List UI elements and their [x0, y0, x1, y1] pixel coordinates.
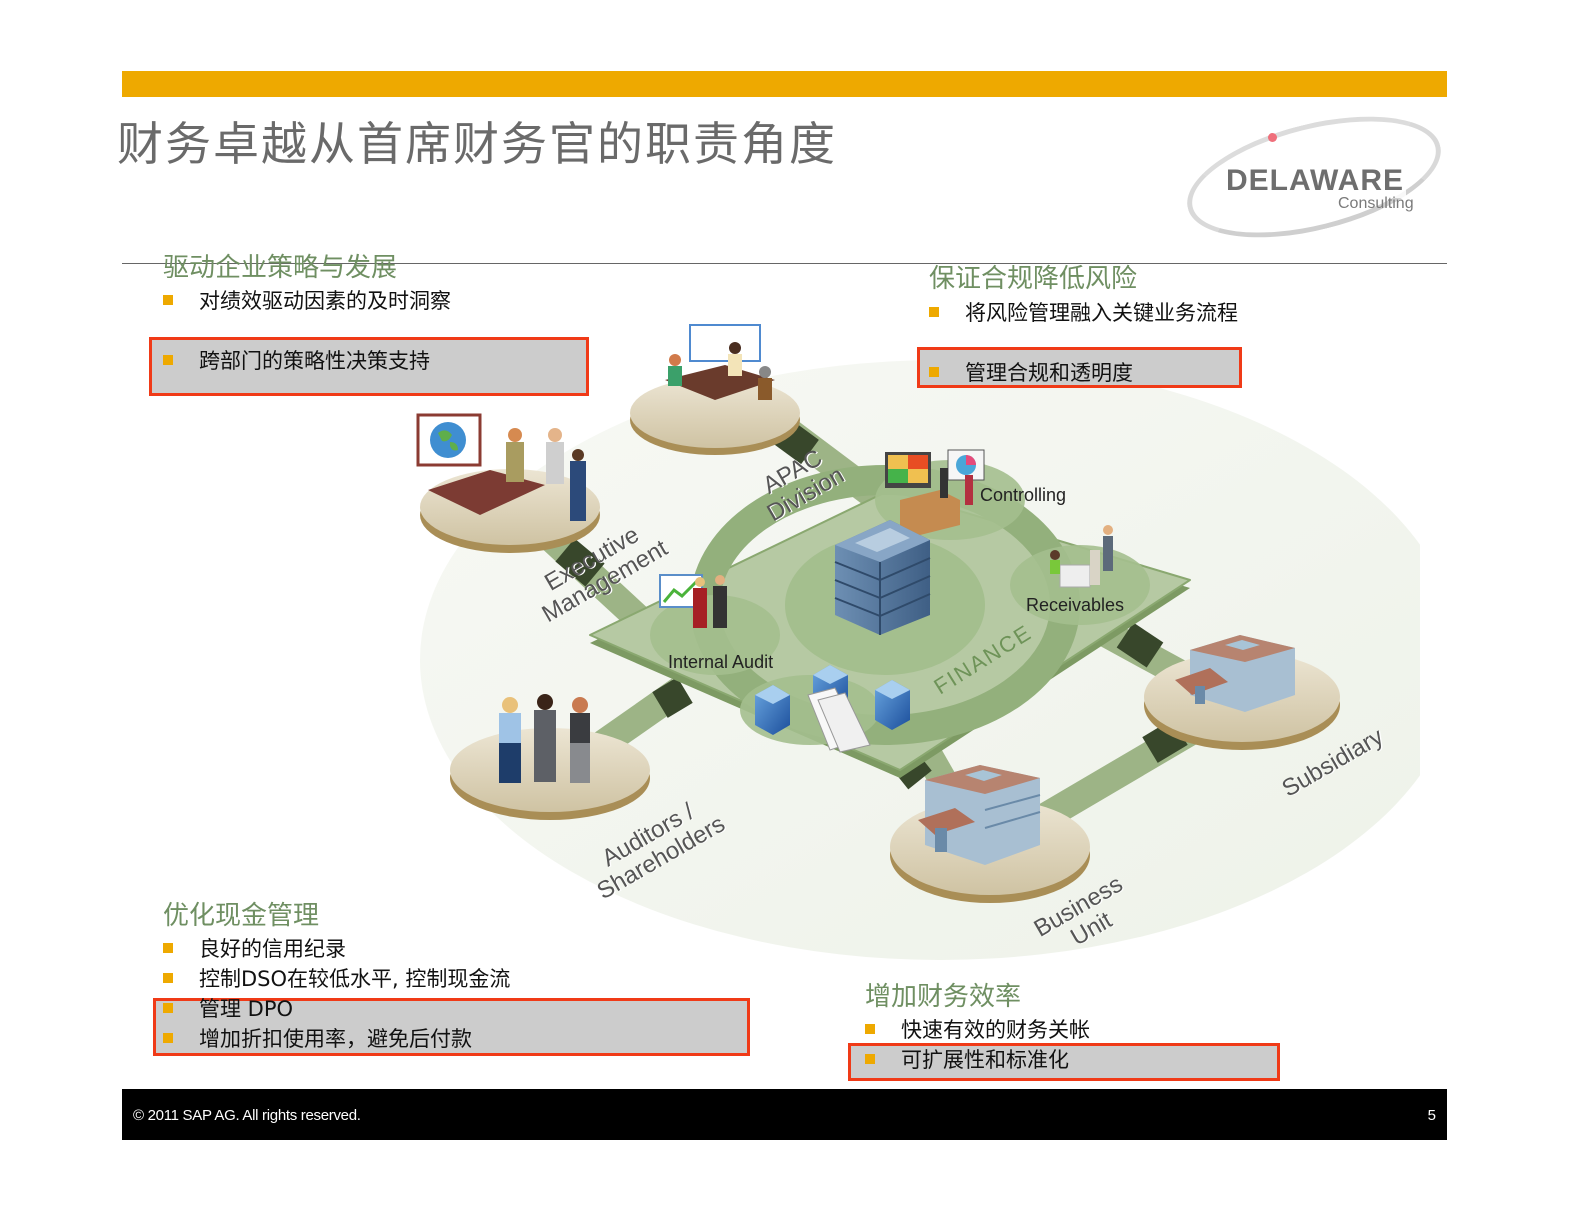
logo-dot-icon: [1268, 133, 1277, 142]
internal-audit-label: Internal Audit: [668, 652, 774, 672]
controlling-desk-icon: [885, 449, 985, 535]
logo-name: DELAWARE: [1224, 164, 1407, 198]
bullet-icon: [929, 307, 939, 317]
section-title: 驱动企业策略与发展: [163, 253, 398, 283]
list-item-text: 快速有效的财务关帐: [901, 1018, 1090, 1042]
accent-bar: [122, 71, 1447, 97]
highlight-box: [149, 337, 589, 396]
copyright-text: © 2011 SAP AG. All rights reserved.: [133, 1107, 361, 1124]
subsidiary-node: [1144, 635, 1340, 750]
bullet-icon: [929, 367, 939, 377]
logo-subtitle: Consulting: [1338, 195, 1414, 212]
highlight-box: [153, 998, 750, 1056]
section-strategy: 驱动企业策略与发展 对绩效驱动因素的及时洞察 跨部门的策略性决策支持: [163, 253, 451, 375]
section-title: 增加财务效率: [865, 982, 1022, 1012]
bullet-icon: [163, 973, 173, 983]
receivables-label: Receivables: [1026, 595, 1125, 615]
apac-division-node: [630, 324, 800, 455]
receivables-desk-icon: [1050, 525, 1113, 588]
finance-network-graphic: FINANCE: [416, 324, 1460, 960]
section-compliance: 保证合规降低风险 将风险管理融入关键业务流程 管理合规和透明度: [929, 264, 1238, 387]
internal-audit-icon: [659, 574, 727, 628]
list-item-text: 可扩展性和标准化: [901, 1048, 1069, 1072]
highlight-box: [917, 347, 1242, 388]
footer: © 2011 SAP AG. All rights reserved. 5: [122, 1089, 1447, 1140]
list-item-text: 管理合规和透明度: [965, 361, 1133, 385]
divider: [122, 263, 1447, 264]
list-item-text: 将风险管理融入关键业务流程: [965, 301, 1238, 325]
business-unit-node: [890, 765, 1090, 903]
bullet-icon: [163, 943, 173, 953]
auditors-shareholders-node: [450, 694, 650, 820]
list-item: 良好的信用纪录: [163, 933, 510, 963]
section-efficiency: 增加财务效率 快速有效的财务关帐 可扩展性和标准化: [865, 982, 1090, 1074]
bullet-icon: [163, 1003, 173, 1013]
list-item-highlighted: 跨部门的策略性决策支持: [163, 345, 451, 375]
bullet-icon: [163, 1033, 173, 1043]
list-item: 对绩效驱动因素的及时洞察: [163, 285, 451, 315]
finance-diagram: FINANCE Controlling Receivables Internal…: [380, 300, 1460, 960]
section-title: 保证合规降低风险: [929, 264, 1138, 294]
page-title: 财务卓越从首席财务官的职责角度: [117, 117, 837, 171]
list-item-highlighted: 可扩展性和标准化: [865, 1044, 1090, 1074]
page-number: 5: [1427, 1107, 1436, 1124]
list-item-text: 跨部门的策略性决策支持: [199, 349, 430, 373]
bullet-icon: [163, 295, 173, 305]
delaware-logo: DELAWARE Consulting: [1175, 94, 1453, 260]
list-item: 快速有效的财务关帐: [865, 1014, 1090, 1044]
list-item-text: 控制DSO在较低水平, 控制现金流: [199, 967, 511, 991]
list-item-text: 增加折扣使用率，避免后付款: [199, 1027, 472, 1051]
headquarters-icon: [834, 520, 931, 635]
bullet-icon: [865, 1054, 875, 1064]
section-cash: 优化现金管理 良好的信用纪录 控制DSO在较低水平, 控制现金流 管理 DPO …: [163, 901, 510, 1053]
list-item: 将风险管理融入关键业务流程: [929, 297, 1238, 327]
list-item-text: 对绩效驱动因素的及时洞察: [199, 289, 451, 313]
section-title: 优化现金管理: [163, 901, 320, 931]
list-item-highlighted: 增加折扣使用率，避免后付款: [163, 1023, 510, 1053]
list-item-highlighted: 管理合规和透明度: [929, 357, 1238, 387]
controlling-label: Controlling: [980, 485, 1067, 505]
list-item-highlighted: 管理 DPO: [163, 993, 510, 1023]
executive-management-node: [416, 413, 600, 553]
list-item-text: 良好的信用纪录: [199, 937, 346, 961]
bullet-icon: [865, 1024, 875, 1034]
data-cubes-icon: [755, 665, 910, 753]
bullet-icon: [163, 355, 173, 365]
highlight-box: [848, 1043, 1280, 1081]
list-item: 控制DSO在较低水平, 控制现金流: [163, 963, 510, 993]
list-item-text: 管理 DPO: [199, 997, 294, 1021]
